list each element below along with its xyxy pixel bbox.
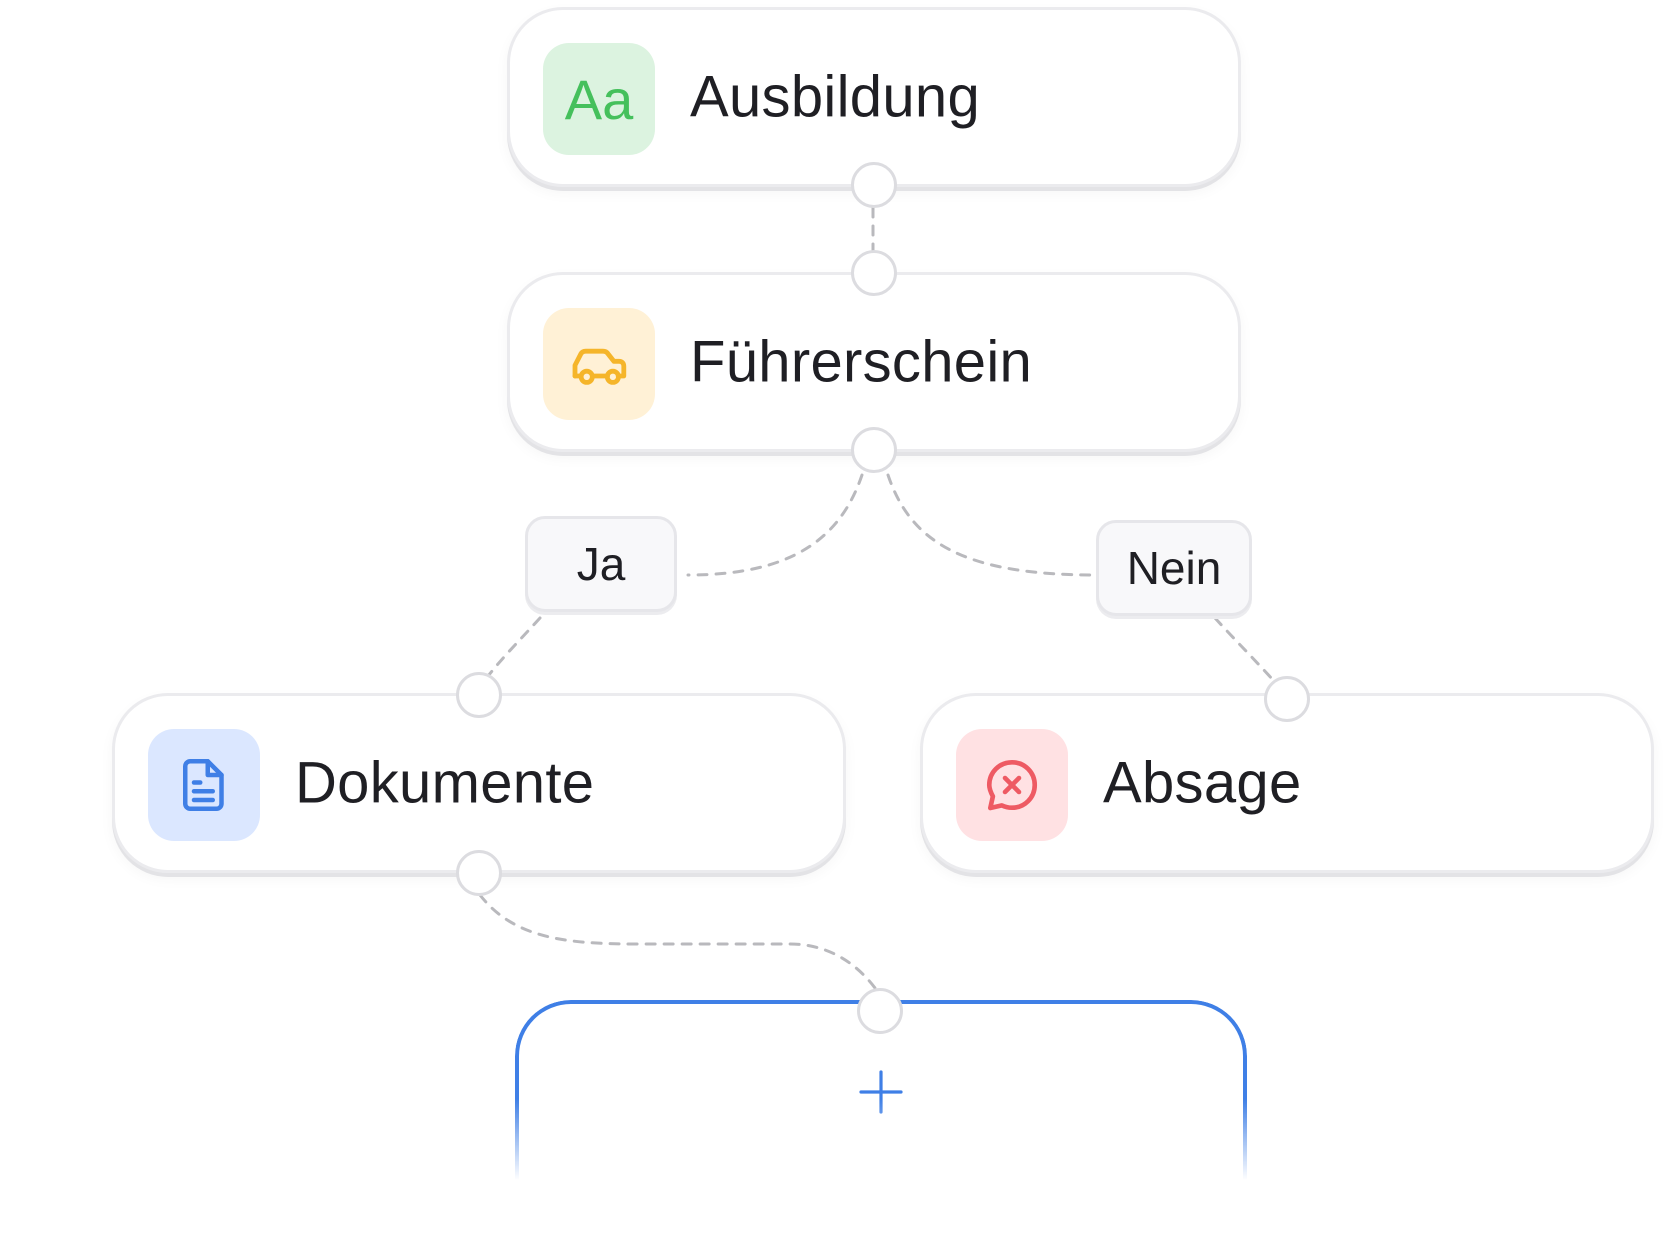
node-ausbildung-label: Ausbildung — [690, 64, 980, 130]
node-absage-icon-box — [956, 729, 1068, 841]
node-ausbildung[interactable]: Aa Ausbildung — [507, 7, 1241, 187]
node-fuehrerschein[interactable]: Führerschein — [507, 272, 1241, 452]
node-absage-label: Absage — [1103, 750, 1302, 816]
branch-label-nein[interactable]: Nein — [1096, 520, 1252, 616]
node-fuehrerschein-label: Führerschein — [690, 329, 1033, 395]
port-dokumente-out[interactable] — [456, 850, 502, 896]
edge-fuehrerschein-nein — [886, 473, 1097, 577]
node-absage[interactable]: Absage — [920, 693, 1654, 873]
node-dokumente-label: Dokumente — [295, 750, 595, 816]
document-icon — [183, 759, 224, 811]
edge-nein-absage — [1213, 616, 1275, 682]
node-dokumente[interactable]: Dokumente — [112, 693, 846, 873]
plus-icon — [859, 1070, 903, 1114]
chat-x-icon — [986, 759, 1038, 811]
port-ausbildung-out[interactable] — [851, 162, 897, 208]
edge-dokumente-add — [478, 893, 882, 997]
node-dokumente-icon-box — [148, 729, 260, 841]
port-add-node-in[interactable] — [857, 988, 903, 1034]
port-dokumente-in[interactable] — [456, 672, 502, 718]
port-fuehrerschein-in[interactable] — [851, 250, 897, 296]
port-absage-in[interactable] — [1264, 676, 1310, 722]
edge-ja-dokumente — [483, 616, 542, 682]
node-fuehrerschein-icon-box — [543, 308, 655, 420]
node-ausbildung-icon-box: Aa — [543, 43, 655, 155]
branch-label-ja[interactable]: Ja — [525, 516, 677, 612]
port-fuehrerschein-out[interactable] — [851, 427, 897, 473]
edge-fuehrerschein-ja — [686, 473, 864, 577]
car-icon — [572, 348, 627, 385]
text-aa-icon: Aa — [564, 67, 634, 131]
